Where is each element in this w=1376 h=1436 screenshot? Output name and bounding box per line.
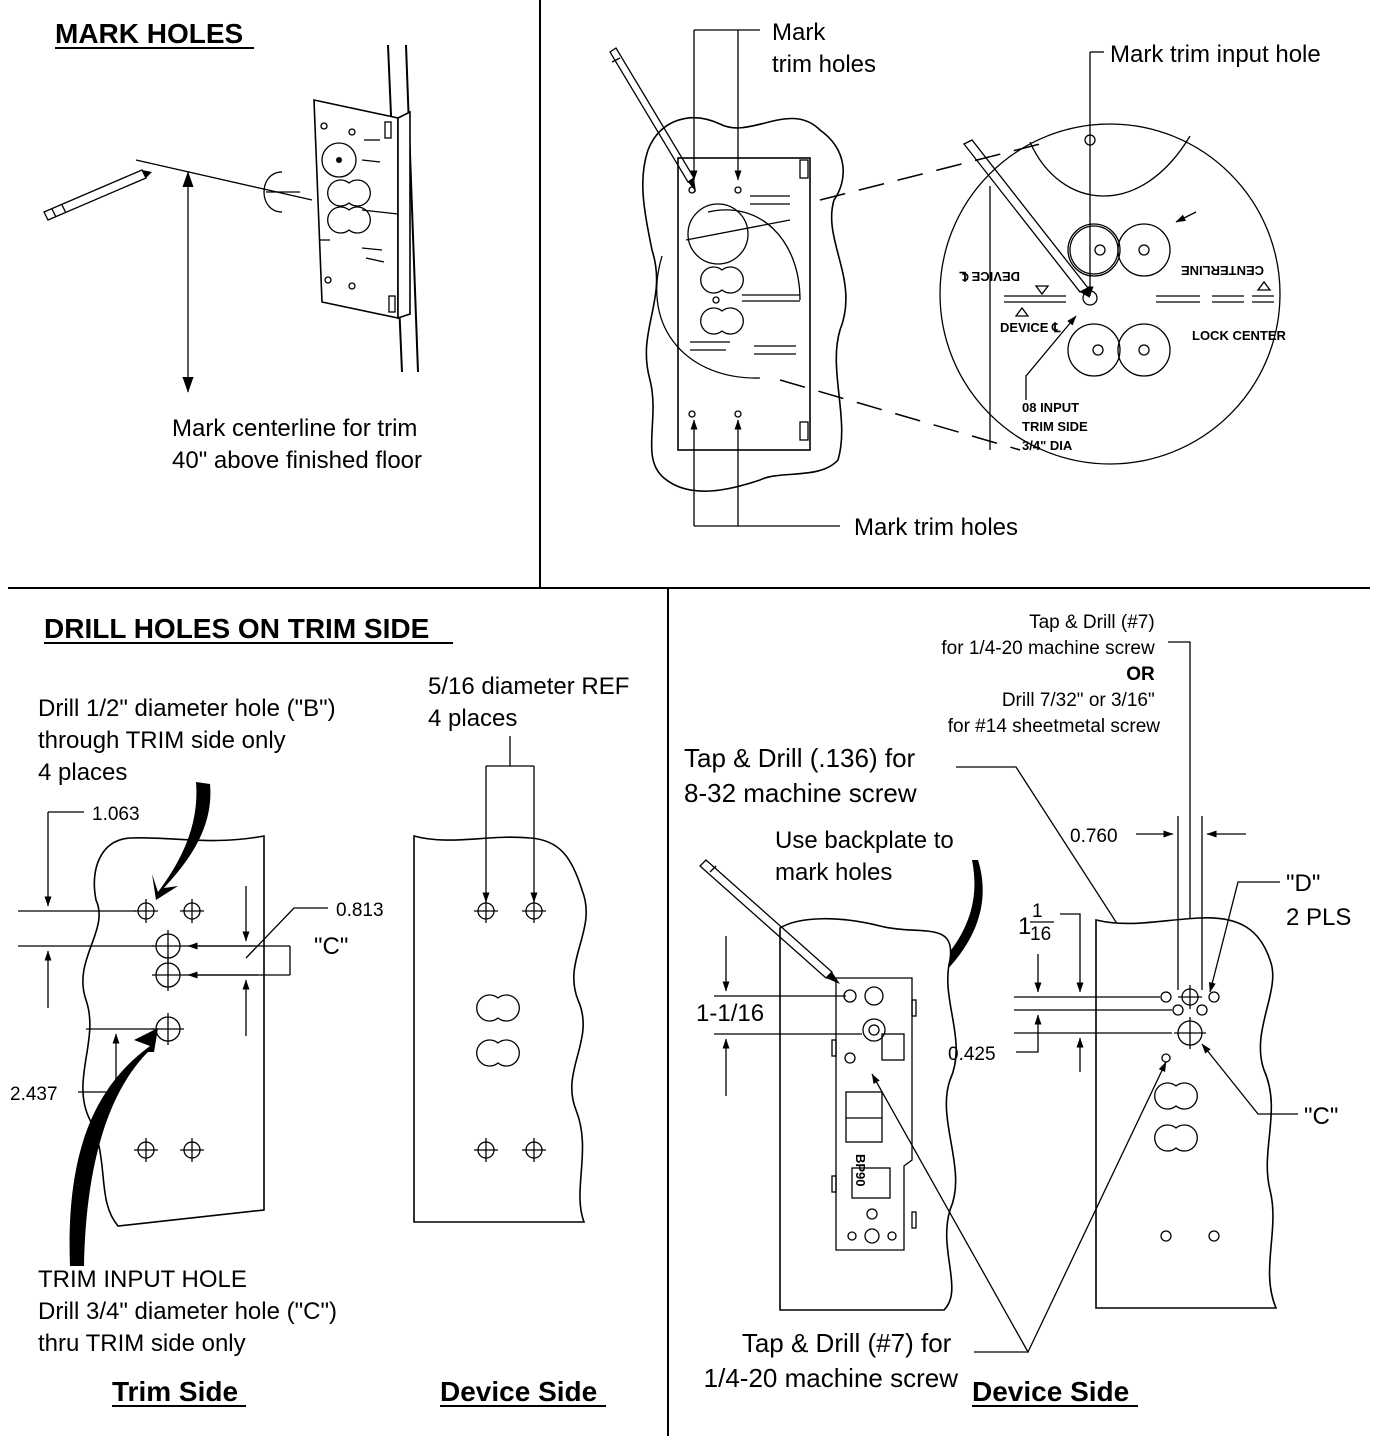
device-side-door-right <box>1095 917 1278 1309</box>
tap7-note: Tap & Drill (#7) for 1/4-20 machine scre… <box>941 612 1160 737</box>
dim-1063: 1.063 <box>92 804 140 825</box>
centerline-note: Mark centerline for trim 40" above finis… <box>172 415 424 474</box>
drill-b-note: Drill 1/2" diameter hole ("B") through T… <box>38 695 342 786</box>
panel-dividers <box>8 0 1370 1436</box>
device-side-label-left: Device Side <box>440 1376 597 1407</box>
magnified-detail: DEVICE ℄ DEVICE ℄ LOCK CENTER CENTERLINE… <box>939 123 1287 465</box>
mark-trim-input-hole-label: Mark trim input hole <box>1110 41 1321 68</box>
dim-0425: 0.425 <box>948 1044 996 1065</box>
device-cl-label: DEVICE ℄ <box>1000 320 1061 335</box>
c-label-device: "C" <box>1304 1103 1338 1130</box>
mark-trim-holes-bottom-label: Mark trim holes <box>854 514 1018 541</box>
dim-1-1-16: 1-1/16 <box>696 1000 764 1027</box>
mark-holes-title: MARK HOLES <box>55 18 243 49</box>
bp90-label: BP90 <box>853 1154 868 1187</box>
panel-drill-trim: DRILL HOLES ON TRIM SIDE Drill 1/2" diam… <box>10 613 636 1407</box>
curved-arrow-b <box>152 782 211 900</box>
trim-side-label: Trim Side <box>112 1376 238 1407</box>
pencil-icon <box>699 859 840 984</box>
panel-backplate: Tap & Drill (#7) for 1/4-20 machine scre… <box>684 612 1351 1407</box>
panel-mark-holes: MARK HOLES <box>43 18 424 474</box>
panel-mark-detail: Mark trim holes Mark trim holes <box>609 19 1321 541</box>
trim-input-note: TRIM INPUT HOLE Drill 3/4" diameter hole… <box>38 1266 344 1357</box>
device-side-label-right: Device Side <box>972 1376 1129 1407</box>
d-label: "D" 2 PLS <box>1286 870 1351 931</box>
dim-0813: 0.813 <box>336 900 384 921</box>
template-perspective <box>313 99 411 320</box>
device-cl-mirror-label: DEVICE ℄ <box>959 269 1020 284</box>
tap136-note: Tap & Drill (.136) for 8-32 machine scre… <box>684 743 922 808</box>
ref-note: 5/16 diameter REF 4 places <box>428 673 636 732</box>
backplate-note: Use backplate to mark holes <box>775 827 960 886</box>
dim-2437: 2.437 <box>10 1084 58 1105</box>
curved-arrow-c <box>69 1028 158 1266</box>
dim-1116-whole: 1 <box>1018 913 1031 940</box>
centerline-mirror-label: CENTERLINE <box>1181 263 1264 278</box>
device-side-door <box>413 834 587 1223</box>
tap7-bottom-note: Tap & Drill (#7) for 1/4-20 machine scre… <box>704 1328 959 1393</box>
input-note-label: 08 INPUT TRIM SIDE 3/4" DIA <box>1022 400 1091 453</box>
mark-trim-holes-top-label: Mark trim holes <box>772 19 876 78</box>
pencil-icon <box>43 169 152 221</box>
trim-side-door <box>82 835 265 1227</box>
drill-holes-title: DRILL HOLES ON TRIM SIDE <box>44 613 429 644</box>
dim-1116-num: 1 <box>1032 901 1043 922</box>
lock-center-label: LOCK CENTER <box>1192 328 1287 343</box>
template-sheet <box>677 157 811 451</box>
dim-0760: 0.760 <box>1070 826 1118 847</box>
c-label-trim: "C" <box>314 933 348 960</box>
dim-1116-den: 16 <box>1030 924 1051 945</box>
